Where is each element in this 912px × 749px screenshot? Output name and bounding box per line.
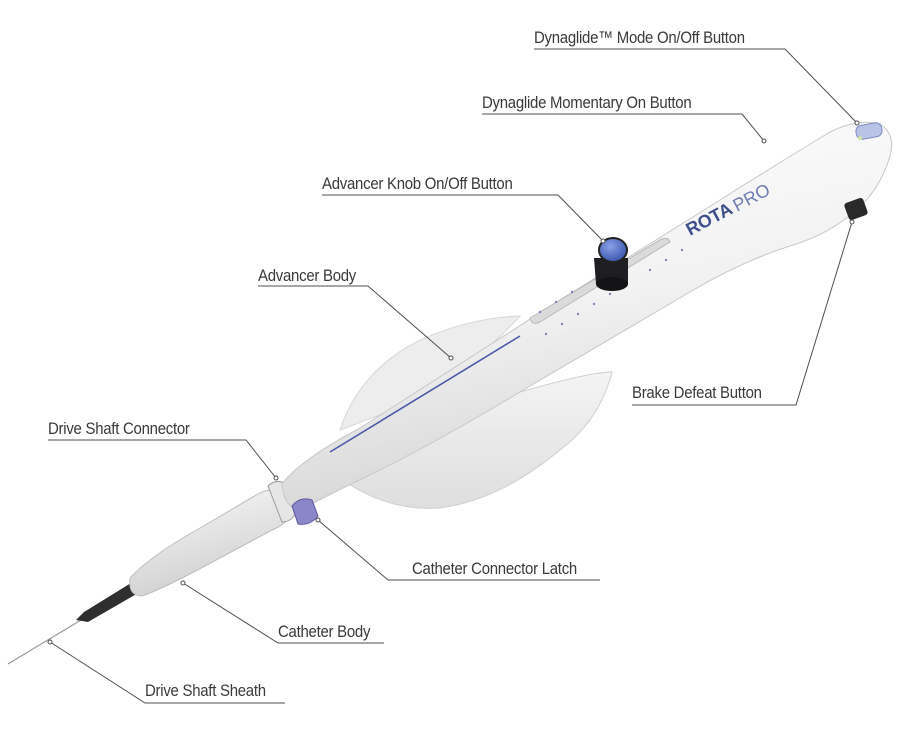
callout-brake-defeat: Brake Defeat Button	[632, 383, 762, 402]
leader-dots	[47, 120, 860, 645]
leader-lines	[48, 48, 858, 704]
advancer-body-shape	[281, 121, 893, 511]
callout-catheter-body: Catheter Body	[278, 622, 371, 641]
catheter-tip	[76, 580, 140, 622]
callout-dynaglide-momentary: Dynaglide Momentary On Button	[482, 93, 692, 112]
brake-defeat-button[interactable]	[844, 197, 869, 221]
catheter-body-shape	[129, 489, 291, 597]
callout-advancer-knob: Advancer Knob On/Off Button	[322, 174, 513, 193]
callout-catheter-connector-latch: Catheter Connector Latch	[412, 559, 577, 578]
advancer-knob[interactable]	[594, 237, 628, 291]
dynaglide-mode-button[interactable]	[855, 122, 883, 140]
slider-ticks	[538, 248, 684, 336]
dynaglide-indicator	[858, 136, 862, 140]
callout-drive-shaft-connector: Drive Shaft Connector	[48, 419, 190, 438]
callout-drive-shaft-sheath: Drive Shaft Sheath	[145, 681, 266, 700]
catheter-connector-latch[interactable]	[291, 498, 319, 525]
callout-advancer-body: Advancer Body	[258, 266, 357, 285]
body-accent-line	[329, 335, 521, 453]
callout-dynaglide-mode: Dynaglide™ Mode On/Off Button	[534, 28, 745, 47]
drive-shaft-sheath-wire	[7, 616, 87, 665]
